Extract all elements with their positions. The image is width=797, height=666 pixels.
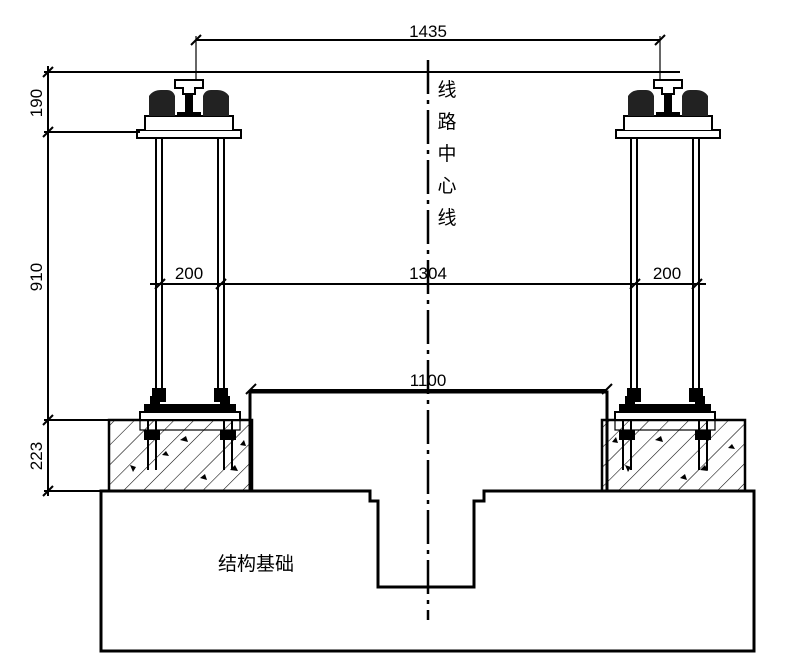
dimension-column-spacing [150, 278, 706, 290]
left-support-posts [152, 138, 228, 402]
vertical-dimension-chain [42, 66, 54, 497]
centerline-label: 线 路 中 心 线 [437, 79, 456, 229]
dimension-column-spacing-label: 1304 [409, 264, 447, 283]
dimension-gauge-label: 1435 [409, 22, 447, 41]
dimension-channel-width-label: 1100 [410, 371, 447, 390]
structural-foundation [99, 489, 756, 653]
dimension-channel-width [245, 383, 613, 395]
left-rail-fastener [136, 79, 242, 139]
dimension-plinth-height-label: 223 [27, 442, 46, 470]
dimension-column-width-left-label: 200 [175, 264, 203, 283]
centerline-char: 线 [437, 207, 456, 229]
foundation-label: 结构基础 [218, 553, 294, 575]
right-rail-fastener [615, 79, 721, 139]
centerline-char: 线 [437, 79, 456, 101]
right-support-posts [627, 138, 703, 402]
dimension-column-height-label: 910 [27, 263, 46, 291]
centerline-char: 路 [437, 111, 456, 133]
dimension-column-width-right-label: 200 [653, 264, 681, 283]
centerline-char: 心 [437, 175, 456, 197]
centerline-char: 中 [437, 143, 456, 165]
dimension-rail-height-label: 190 [27, 89, 46, 117]
